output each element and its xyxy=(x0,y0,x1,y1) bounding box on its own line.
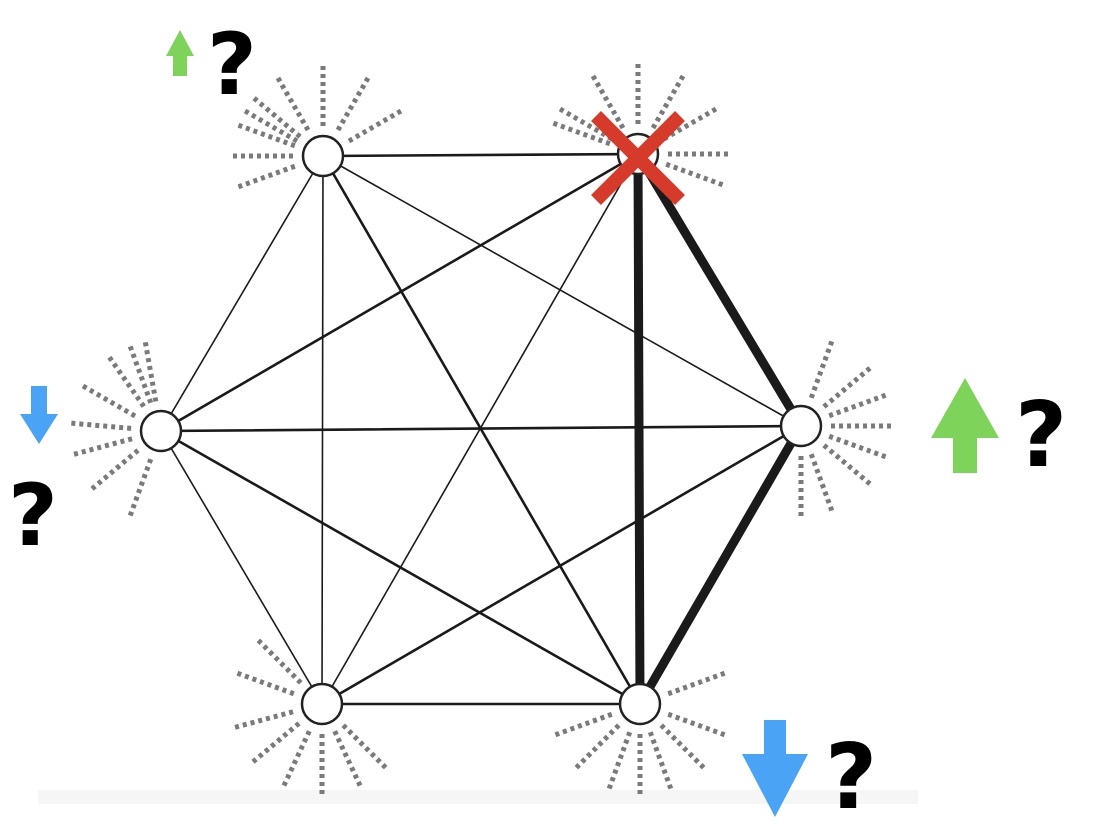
arrow-down-icon-bottom-right xyxy=(742,720,808,817)
question-mark-top-left: ? xyxy=(207,15,257,115)
spoke-top-left-0 xyxy=(243,108,299,144)
edge-top-right-bottom-right xyxy=(633,149,645,709)
spoke-bottom-right-4 xyxy=(606,731,633,790)
spoke-bottom-right-6 xyxy=(554,711,613,738)
spoke-left-4 xyxy=(81,383,137,419)
edge-top-right-right xyxy=(633,149,806,431)
question-mark-bottom-right: ? xyxy=(825,725,877,830)
node-bottom-right xyxy=(618,682,662,726)
spoke-top-left-3 xyxy=(335,76,371,132)
spoke-left-6 xyxy=(142,341,159,402)
node-bottom-left xyxy=(300,682,344,726)
spoke-top-right-0 xyxy=(558,106,614,142)
spoke-right-2 xyxy=(828,392,887,419)
removed-x-icon xyxy=(591,111,685,205)
spoke-bottom-left-3 xyxy=(234,709,294,730)
spoke-right-6 xyxy=(808,453,835,512)
spoke-top-right-7 xyxy=(552,120,611,147)
node-left xyxy=(139,409,183,453)
edges-layer xyxy=(159,149,806,709)
spoke-right-5 xyxy=(822,443,872,486)
spoke-top-right-4 xyxy=(662,106,718,142)
spoke-left-2 xyxy=(73,436,133,457)
question-mark-right: ? xyxy=(1015,383,1067,488)
arrow-down-icon-left xyxy=(20,386,58,444)
arrow-up-icon-top-left xyxy=(166,30,194,76)
edge-right-left xyxy=(159,424,803,433)
edge-bottom-left-left xyxy=(160,430,323,705)
spoke-top-left-6 xyxy=(237,163,296,190)
spoke-left-7 xyxy=(127,345,154,404)
spoke-bottom-right-1 xyxy=(659,723,706,770)
spoke-bottom-left-2 xyxy=(251,721,301,764)
edge-right-bottom-right xyxy=(635,421,806,709)
spoke-bottom-left-4 xyxy=(236,670,295,697)
spoke-bottom-left-5 xyxy=(256,638,303,685)
spoke-bottom-left-6 xyxy=(332,730,363,787)
node-top-left xyxy=(301,134,345,178)
node-right xyxy=(779,404,823,448)
spoke-left-1 xyxy=(90,448,140,491)
spoke-bottom-right-7 xyxy=(667,670,726,697)
spoke-top-right-1 xyxy=(590,74,626,130)
arrow-up-icon-right xyxy=(931,378,999,473)
spoke-left-5 xyxy=(107,355,146,408)
spoke-bottom-right-5 xyxy=(574,723,621,770)
spokes-layer xyxy=(71,64,891,794)
baseline-strip xyxy=(38,790,918,804)
spoke-top-left-8 xyxy=(252,96,302,139)
edge-bottom-right-left xyxy=(159,429,642,706)
spoke-top-left-7 xyxy=(237,122,296,149)
edge-right-bottom-left xyxy=(320,424,803,706)
edge-top-left-left xyxy=(160,155,324,432)
spoke-left-3 xyxy=(71,420,132,431)
spoke-left-0 xyxy=(127,458,154,517)
spoke-bottom-left-7 xyxy=(341,723,388,770)
edge-top-right-left xyxy=(159,152,640,433)
spoke-right-0 xyxy=(808,340,835,399)
cross-stroke-2 xyxy=(591,111,685,205)
spoke-top-right-6 xyxy=(665,161,724,188)
edge-top-left-top-right xyxy=(321,152,640,158)
spoke-bottom-right-0 xyxy=(667,711,726,738)
edge-top-left-bottom-right xyxy=(321,154,642,706)
question-mark-left: ? xyxy=(8,466,58,566)
spoke-top-right-3 xyxy=(650,74,686,130)
spoke-top-left-1 xyxy=(275,76,311,132)
spoke-bottom-left-1 xyxy=(281,730,312,787)
spoke-right-1 xyxy=(822,366,872,409)
spoke-top-left-4 xyxy=(347,108,403,144)
spoke-right-4 xyxy=(828,433,887,460)
spoke-bottom-right-2 xyxy=(647,731,674,790)
edge-top-left-right xyxy=(322,155,802,427)
